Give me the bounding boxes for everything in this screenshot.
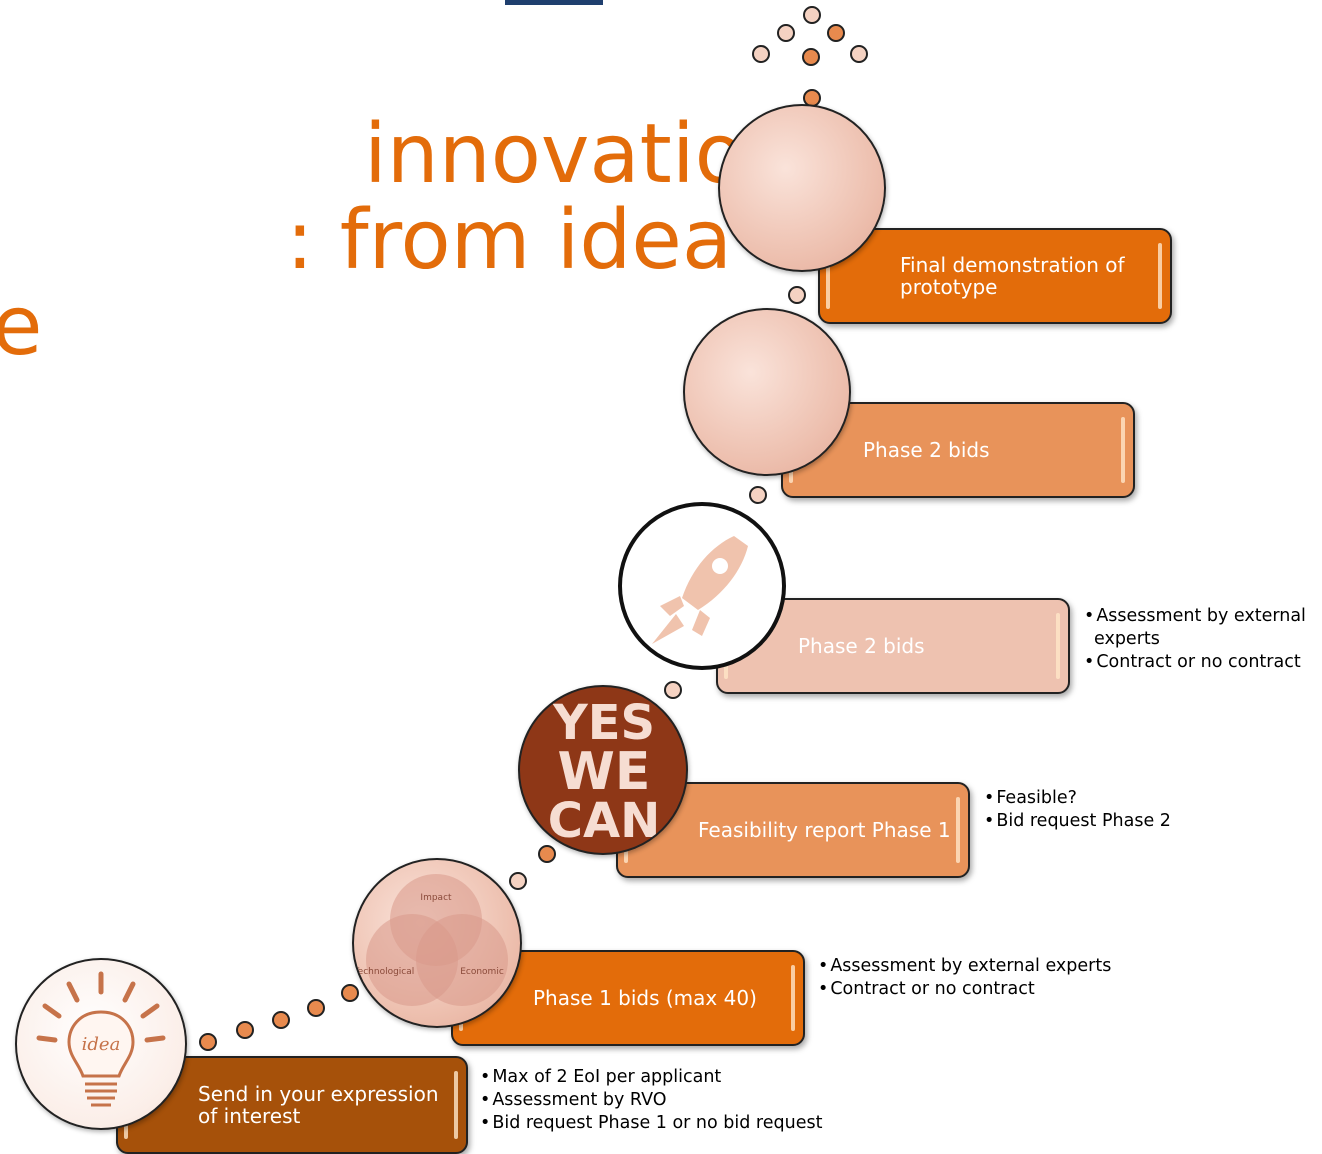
venn-diagram-icon: Impact Technological Economic <box>352 858 522 1028</box>
title-line-3: e <box>0 279 43 374</box>
step-2-bullets: Assessment by external experts Contract … <box>818 955 1111 1001</box>
bullet-item: Contract or no contract <box>818 978 1111 1001</box>
step-label: Final demonstration of prototype <box>900 253 1125 299</box>
connector-dot <box>752 45 770 63</box>
idea-text: idea <box>82 1034 121 1055</box>
bullet-item: Assessment by external experts <box>818 955 1111 978</box>
connector-dot <box>307 999 325 1017</box>
header-accent-bar <box>505 0 603 5</box>
bullet-item: Max of 2 EoI per applicant <box>480 1066 822 1089</box>
lightbulb-icon: idea <box>15 958 187 1130</box>
rocket-icon <box>618 502 786 670</box>
connector-dot <box>803 6 821 24</box>
yes-we-can-badge: YES WE CAN <box>518 685 688 855</box>
connector-dot <box>664 681 682 699</box>
venn-label-impact: Impact <box>420 893 452 903</box>
venn-label-technological: Technological <box>354 967 414 977</box>
connector-dot <box>199 1033 217 1051</box>
bullet-item: Contract or no contract <box>1084 651 1322 674</box>
step-label: Phase 2 bids <box>798 634 925 658</box>
bullet-item: Assessment by external experts <box>1084 605 1322 651</box>
step-circle-phase-2 <box>683 308 851 476</box>
step-circle-final <box>718 104 886 272</box>
badge-word-we: WE <box>558 742 651 802</box>
connector-dot <box>777 24 795 42</box>
connector-dot <box>236 1021 254 1039</box>
step-box-final-demonstration: Final demonstration of prototype <box>818 228 1172 324</box>
connector-dot <box>509 872 527 890</box>
connector-dot <box>749 486 767 504</box>
step-label: Phase 2 bids <box>863 438 990 462</box>
badge-word-can: CAN <box>548 793 661 849</box>
step-label: Feasibility report Phase 1 <box>698 818 951 842</box>
connector-dot <box>538 845 556 863</box>
connector-dot <box>272 1011 290 1029</box>
connector-dot <box>341 984 359 1002</box>
badge-word-yes: YES <box>552 695 655 751</box>
venn-label-economic: Economic <box>460 967 504 977</box>
bullet-item: Assessment by RVO <box>480 1089 822 1112</box>
bullet-item: Feasible? <box>984 787 1171 810</box>
connector-dot <box>827 24 845 42</box>
step-1-bullets: Max of 2 EoI per applicant Assessment by… <box>480 1066 822 1135</box>
title-line-2: : from idea <box>286 193 733 288</box>
bullet-item: Bid request Phase 1 or no bid request <box>480 1112 822 1135</box>
step-label: Phase 1 bids (max 40) <box>533 986 757 1010</box>
step-3-bullets: Feasible? Bid request Phase 2 <box>984 787 1171 833</box>
step-4-bullets: Assessment by external experts Contract … <box>1084 605 1322 674</box>
page-title: innovation : from idea e <box>0 112 797 370</box>
connector-dot <box>802 48 820 66</box>
step-label: Send in your expression of interest <box>198 1082 439 1128</box>
bullet-item: Bid request Phase 2 <box>984 810 1171 833</box>
connector-dot <box>788 286 806 304</box>
connector-dot <box>850 45 868 63</box>
title-line-1: innovation <box>364 107 797 202</box>
